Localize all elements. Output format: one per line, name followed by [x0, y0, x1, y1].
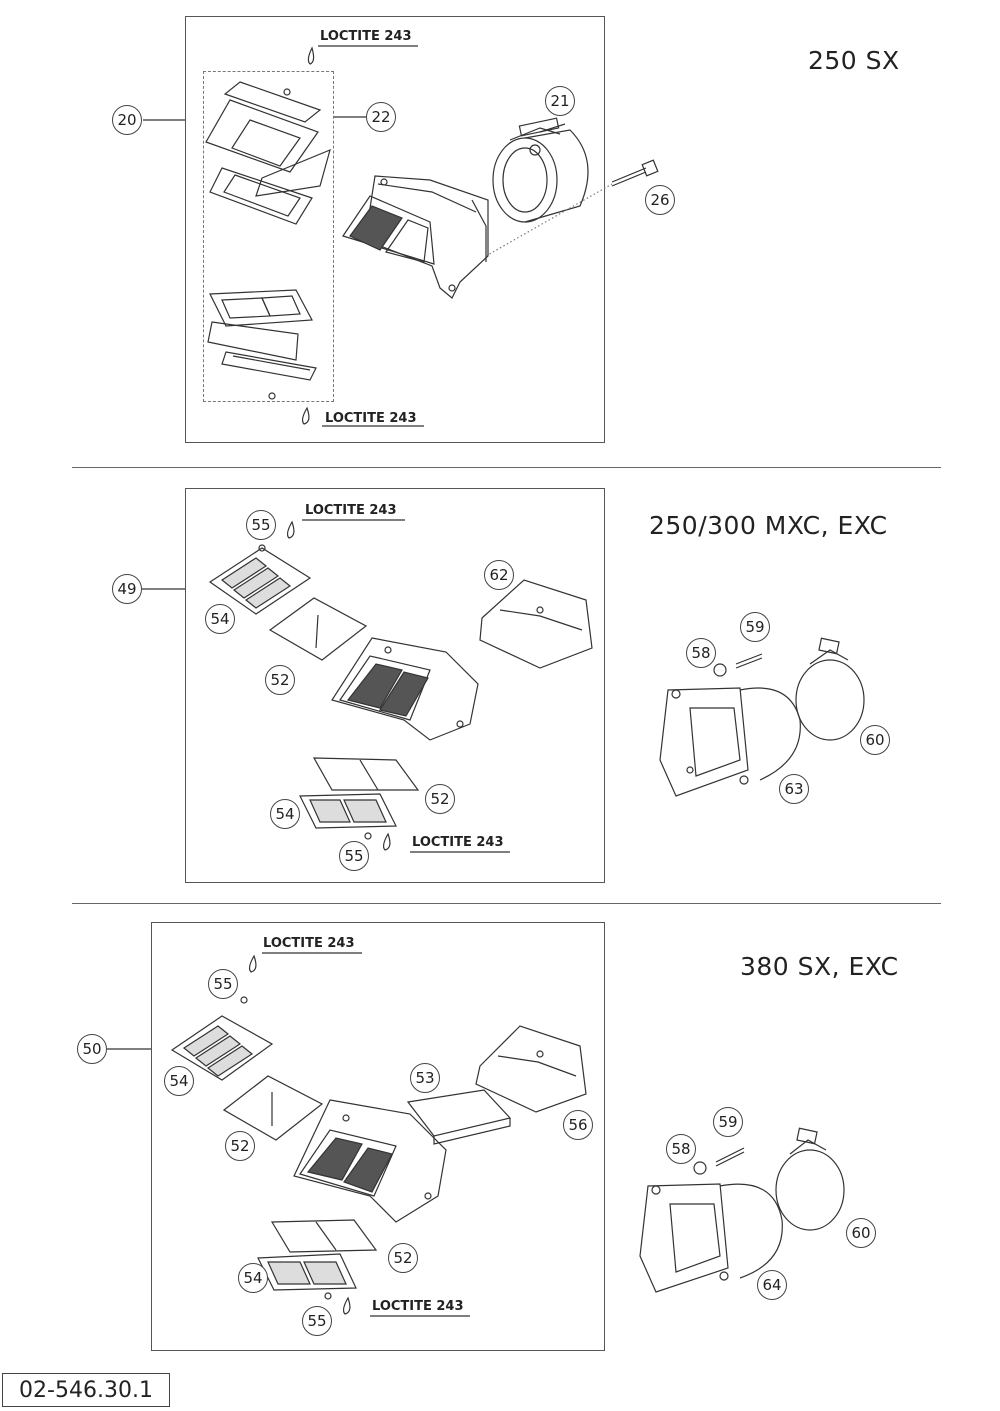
loctite-label: LOCTITE 243 [320, 29, 412, 44]
callout-60: 60 [846, 1218, 876, 1248]
reed-petal-54-bottom-380 [257, 1253, 357, 1291]
clamp-60 [795, 637, 865, 741]
screw-dot-3b [324, 1292, 332, 1300]
loctite-drop-2a [286, 520, 295, 539]
intake-flange-63 [659, 687, 801, 797]
callout-55: 55 [339, 841, 369, 871]
callout-62: 62 [484, 560, 514, 590]
reed-petal-52-bottom [312, 757, 420, 791]
document-code: 02-546.30.1 [2, 1373, 170, 1407]
screw-dot-1a [283, 88, 291, 96]
callout-58: 58 [666, 1134, 696, 1164]
screw-dot-3a [240, 996, 248, 1004]
callout-21: 21 [545, 86, 575, 116]
loctite-drop-2b [382, 832, 391, 851]
assembly-line-250 [485, 183, 613, 257]
callout-59: 59 [713, 1107, 743, 1137]
callout-52: 52 [265, 665, 295, 695]
callout-55: 55 [246, 510, 276, 540]
reed-housing-mxc [331, 637, 479, 741]
callout-26: 26 [645, 185, 675, 215]
reed-petal-52-bottom-380 [270, 1219, 378, 1253]
reed-petal-52-top [268, 597, 368, 661]
model-title-250-300-mxc-exc: 250/300 MXC, EXC [649, 511, 888, 540]
callout-22: 22 [366, 102, 396, 132]
loctite-label: LOCTITE 243 [325, 411, 417, 426]
callout-54: 54 [270, 799, 300, 829]
screw-26 [611, 159, 659, 187]
washer-58-screw-59-380 [693, 1147, 745, 1175]
model-title-380-sx-exc: 380 SX, EXC [740, 952, 899, 981]
loctite-drop-1a [307, 46, 315, 65]
panel-22-inner-box [203, 71, 334, 402]
callout-58: 58 [686, 638, 716, 668]
callout-52: 52 [225, 1131, 255, 1161]
spacer-53 [406, 1089, 512, 1145]
panel-mxc-box [185, 488, 605, 883]
reed-petal-54-top-380 [170, 1015, 274, 1081]
clamp-60-380 [775, 1127, 845, 1231]
callout-54: 54 [238, 1263, 268, 1293]
reed-plate-top-250 [205, 81, 331, 225]
washer-58-screw-59 [713, 653, 763, 677]
callout-56: 56 [563, 1110, 593, 1140]
callout-64: 64 [757, 1270, 787, 1300]
panel-250sx-box [185, 16, 605, 443]
model-title-250sx: 250 SX [808, 46, 900, 75]
reed-petal-52-top-380 [222, 1075, 324, 1141]
loctite-drop-3a [248, 954, 257, 973]
screw-dot-1b [268, 392, 276, 400]
callout-20: 20 [112, 105, 142, 135]
callout-54: 54 [164, 1066, 194, 1096]
loctite-label: LOCTITE 243 [263, 936, 355, 951]
reed-housing-380 [293, 1099, 447, 1223]
reed-plate-bottom-250 [207, 289, 317, 381]
callout-59: 59 [740, 612, 770, 642]
panel-380-box [151, 922, 605, 1351]
section-divider-1 [72, 467, 941, 468]
intake-flange-64 [639, 1183, 783, 1293]
callout-63: 63 [779, 774, 809, 804]
callout-54: 54 [205, 604, 235, 634]
callout-52: 52 [425, 784, 455, 814]
reed-valve-housing-250 [342, 175, 489, 299]
intake-flange-21 [492, 117, 589, 223]
loctite-drop-1b [301, 406, 310, 425]
callout-60: 60 [860, 725, 890, 755]
callout-53: 53 [410, 1063, 440, 1093]
loctite-label: LOCTITE 243 [412, 835, 504, 850]
reed-petal-54-bottom [299, 793, 397, 829]
callout-50: 50 [77, 1034, 107, 1064]
reed-petal-54-top [208, 547, 312, 615]
loctite-drop-3b [342, 1296, 351, 1315]
deflector-56 [475, 1025, 587, 1113]
callout-55: 55 [302, 1306, 332, 1336]
loctite-label: LOCTITE 243 [372, 1299, 464, 1314]
callout-52: 52 [388, 1243, 418, 1273]
callout-49: 49 [112, 574, 142, 604]
screw-dot-2b [364, 832, 372, 840]
loctite-label: LOCTITE 243 [305, 503, 397, 518]
screw-dot-2a [258, 544, 266, 552]
deflector-62 [479, 579, 593, 669]
section-divider-2 [72, 903, 941, 904]
callout-55: 55 [208, 969, 238, 999]
